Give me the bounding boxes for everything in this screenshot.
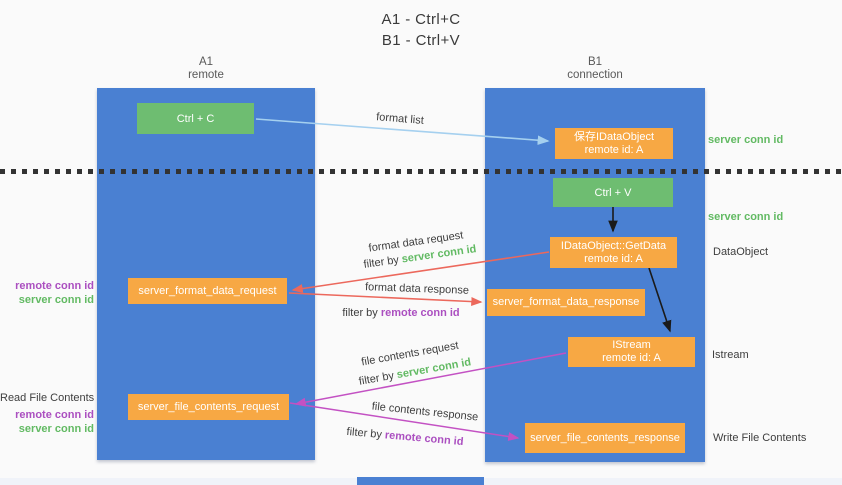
save-idataobject-line1: 保存IDataObject	[573, 130, 655, 143]
filter-by-text: filter by	[346, 425, 383, 441]
diagram-title: A1 - Ctrl+C B1 - Ctrl+V	[0, 9, 842, 51]
write-file-contents-annotation: Write File Contents	[713, 432, 807, 444]
left-conn-id-annotations-2: remote conn id server conn id	[0, 408, 94, 436]
read-file-contents-annotation: Read File Contents	[0, 392, 95, 404]
server-file-contents-response-label: server_file_contents_response	[530, 431, 680, 444]
getdata-line1: IDataObject::GetData	[560, 239, 667, 252]
filter-by-text: filter by	[357, 369, 395, 388]
column-a1-name: A1	[198, 56, 214, 68]
server-file-contents-request-node: server_file_contents_request	[128, 394, 289, 420]
server-format-data-request-label: server_format_data_request	[138, 284, 277, 297]
filter-by-text: filter by	[342, 307, 378, 319]
istream-line1: IStream	[612, 339, 651, 351]
format-data-response-label: format data response	[364, 281, 470, 297]
title-line-1: A1 - Ctrl+C	[381, 11, 461, 28]
server-file-contents-request-label: server_file_contents_request	[137, 400, 280, 413]
server-file-contents-response-node: server_file_contents_response	[525, 423, 685, 453]
remote-conn-id-text: remote conn id	[380, 307, 460, 319]
server-conn-id-annotation: server conn id	[18, 294, 94, 306]
istream-line2: remote id: A	[602, 352, 661, 364]
column-header-b1: B1 connection	[485, 56, 705, 82]
getdata-node: IDataObject::GetData remote id: A	[550, 237, 677, 268]
ctrl-v-label: Ctrl + V	[594, 186, 632, 199]
ctrl-v-node: Ctrl + V	[553, 178, 673, 207]
remote-conn-id-text: remote conn id	[384, 429, 464, 449]
server-format-data-request-node: server_format_data_request	[128, 278, 287, 304]
remote-conn-id-annotation: remote conn id	[15, 409, 94, 421]
getdata-line2: remote id: A	[584, 252, 643, 265]
save-idataobject-node: 保存IDataObject remote id: A	[555, 128, 673, 159]
save-idataobject-line2: remote id: A	[584, 143, 644, 156]
dotted-separator-line	[0, 169, 842, 174]
title-line-2: B1 - Ctrl+V	[381, 32, 461, 49]
left-conn-id-annotations-1: remote conn id server conn id	[0, 279, 94, 307]
server-conn-id-annotation: server conn id	[18, 423, 94, 435]
server-conn-id-annotation-mid: server conn id	[708, 211, 784, 223]
column-b1-subtitle: connection	[567, 69, 623, 81]
format-list-label: format list	[375, 111, 425, 127]
filter-by-text: filter by	[362, 254, 400, 271]
istream-node: IStream remote id: A	[568, 337, 695, 367]
column-header-a1: A1 remote	[97, 56, 315, 82]
server-conn-id-annotation-top: server conn id	[708, 134, 784, 146]
column-a1-subtitle: remote	[188, 69, 224, 81]
dataobject-annotation: DataObject	[713, 246, 769, 258]
ctrl-c-label: Ctrl + C	[176, 112, 215, 125]
file-contents-response-label: file contents response	[371, 400, 479, 424]
column-b1-name: B1	[587, 56, 603, 68]
server-format-data-response-label: server_format_data_response	[492, 296, 640, 308]
remote-conn-id-annotation: remote conn id	[15, 280, 94, 292]
bottom-blue-bar	[357, 477, 484, 485]
ctrl-c-node: Ctrl + C	[137, 103, 254, 134]
server-format-data-response-node: server_format_data_response	[487, 289, 645, 316]
istream-annotation: Istream	[712, 349, 749, 361]
